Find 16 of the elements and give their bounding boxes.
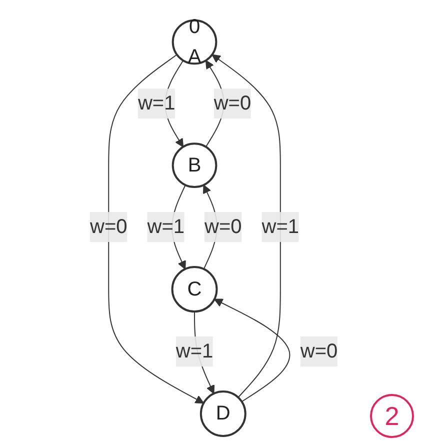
edge-label: w=1 [147,216,185,238]
arrow [214,298,290,402]
edge-label: w=0 [90,216,128,238]
arrow [108,54,204,404]
edge-label: w=1 [138,92,176,115]
edge-label: w=1 [176,340,214,363]
circled-number: 2 [370,394,414,438]
node-circle: B [172,142,218,188]
node-circle: D [200,390,247,437]
edge-label: w=0 [214,92,252,115]
edge-label: w=1 [262,216,300,238]
arrow [212,54,282,398]
node-circle: 0 A [172,19,218,65]
edge-label: w=0 [300,340,338,363]
edge-label: w=0 [204,216,242,238]
node-circle: C [171,266,218,313]
